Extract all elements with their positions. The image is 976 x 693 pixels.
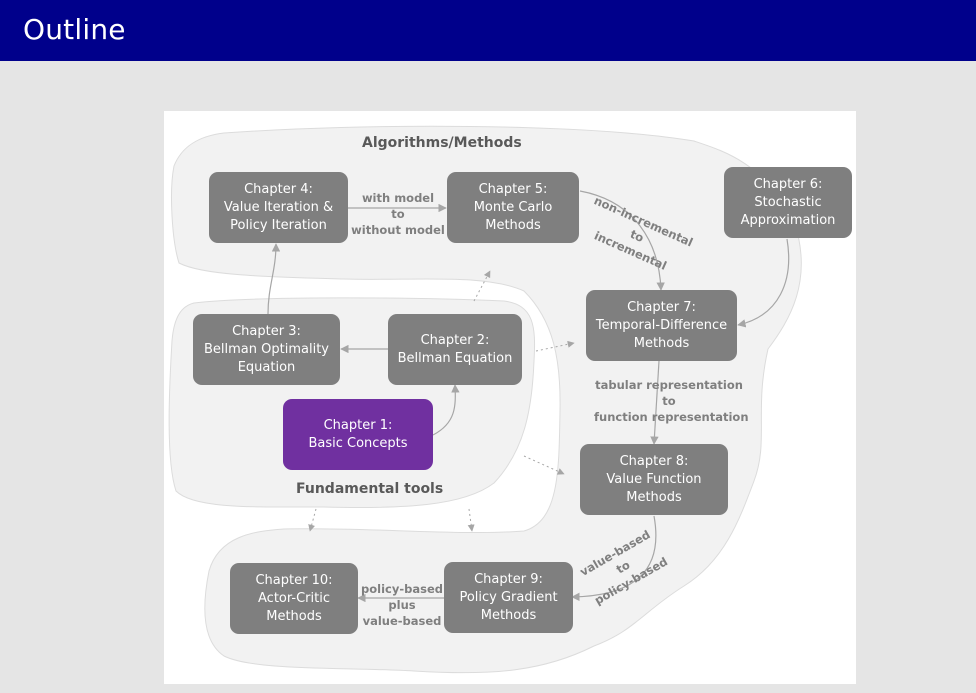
- edge-label-ch4-ch5-line2: to: [391, 207, 405, 221]
- node-chapter-3[interactable]: Chapter 3: Bellman Optimality Equation: [193, 314, 340, 385]
- node-chapter-10-line2: Actor-Critic: [258, 590, 330, 606]
- node-chapter-3-line1: Chapter 3:: [232, 323, 301, 339]
- node-chapter-4[interactable]: Chapter 4: Value Iteration & Policy Iter…: [209, 172, 348, 243]
- edge-dotted-down-left: [308, 508, 317, 532]
- edge-ch5-ch7: [579, 190, 665, 291]
- node-chapter-8[interactable]: Chapter 8: Value Function Methods: [580, 444, 728, 515]
- edge-label-ch9-ch10-line2: plus: [388, 598, 416, 612]
- node-chapter-3-line2: Bellman Optimality: [204, 341, 329, 357]
- algorithms-region: [171, 125, 802, 674]
- edge-label-ch4-ch5-line3: without model: [351, 223, 445, 237]
- algorithms-region-label: Algorithms/Methods: [362, 135, 522, 151]
- edge-label-ch7-ch8-line1: tabular representation: [595, 378, 743, 392]
- fundamental-region-label: Fundamental tools: [296, 481, 444, 497]
- node-chapter-7-line2: Temporal-Difference: [595, 317, 728, 333]
- node-chapter-3-line3: Equation: [237, 359, 296, 375]
- edge-label-ch7-ch8-line2: to: [662, 394, 676, 408]
- node-chapter-1-line1: Chapter 1:: [323, 417, 393, 433]
- node-chapter-6-line2: Stochastic: [754, 194, 822, 210]
- node-chapter-2-line2: Bellman Equation: [397, 350, 513, 366]
- edge-ch7-ch8: [650, 360, 660, 445]
- edge-dotted-up: [473, 270, 491, 302]
- node-chapter-5[interactable]: Chapter 5: Monte Carlo Methods: [447, 172, 579, 243]
- edge-label-ch7-ch8-line3: function representation: [594, 410, 749, 424]
- edge-label-ch9-ch10: policy-based plus value-based: [360, 581, 444, 629]
- edge-label-ch9-ch10-line3: value-based: [362, 614, 442, 628]
- node-chapter-5-line2: Monte Carlo: [473, 199, 553, 215]
- edge-ch6-ch7: [737, 238, 790, 328]
- node-chapter-2[interactable]: Chapter 2: Bellman Equation: [388, 314, 522, 385]
- slide-title: Outline: [23, 13, 126, 46]
- node-chapter-9-line1: Chapter 9:: [474, 571, 543, 587]
- edge-label-ch4-ch5-line1: with model: [361, 191, 435, 205]
- edge-dotted-right: [535, 340, 575, 352]
- edge-dotted-down-right: [467, 508, 475, 532]
- node-chapter-5-line1: Chapter 5:: [478, 181, 548, 197]
- node-chapter-9[interactable]: Chapter 9: Policy Gradient Methods: [444, 562, 573, 633]
- node-chapter-10-line1: Chapter 10:: [255, 572, 333, 588]
- edge-dotted-to-ch8: [523, 455, 565, 475]
- node-chapter-7-line1: Chapter 7:: [627, 299, 696, 315]
- diagram-canvas: Algorithms/Methods Fundamental tools Cha…: [164, 111, 856, 684]
- node-chapter-1-line2: Basic Concepts: [308, 435, 408, 451]
- node-chapter-2-line1: Chapter 2:: [420, 332, 490, 348]
- edge-ch3-ch4: [267, 243, 281, 315]
- edge-label-ch7-ch8: tabular representation to function repre…: [594, 377, 749, 425]
- node-chapter-6[interactable]: Chapter 6: Stochastic Approximation: [724, 167, 852, 238]
- node-chapter-8-line2: Value Function: [606, 471, 702, 487]
- node-chapter-7[interactable]: Chapter 7: Temporal-Difference Methods: [586, 290, 737, 361]
- title-bar: Outline: [0, 0, 976, 61]
- node-chapter-4-line1: Chapter 4:: [244, 181, 313, 197]
- node-chapter-8-line1: Chapter 8:: [619, 453, 689, 469]
- node-chapter-10[interactable]: Chapter 10: Actor-Critic Methods: [230, 563, 358, 634]
- node-chapter-6-line1: Chapter 6:: [753, 176, 823, 192]
- edge-ch8-ch9: [571, 515, 657, 602]
- node-chapter-6-line3: Approximation: [740, 212, 836, 228]
- node-chapter-8-line3: Methods: [626, 489, 682, 505]
- node-chapter-10-line3: Methods: [266, 608, 322, 624]
- node-chapter-4-line3: Policy Iteration: [230, 217, 327, 233]
- node-chapter-1[interactable]: Chapter 1: Basic Concepts: [283, 399, 433, 470]
- node-chapter-9-line3: Methods: [480, 607, 537, 623]
- node-chapter-5-line3: Methods: [485, 217, 541, 233]
- edge-ch1-ch2: [432, 384, 460, 436]
- node-chapter-9-line2: Policy Gradient: [459, 589, 558, 605]
- edge-label-ch4-ch5: with model to without model: [350, 190, 446, 238]
- node-chapter-4-line2: Value Iteration &: [223, 199, 334, 215]
- edge-label-ch9-ch10-line1: policy-based: [361, 582, 443, 596]
- node-chapter-7-line3: Methods: [633, 335, 690, 351]
